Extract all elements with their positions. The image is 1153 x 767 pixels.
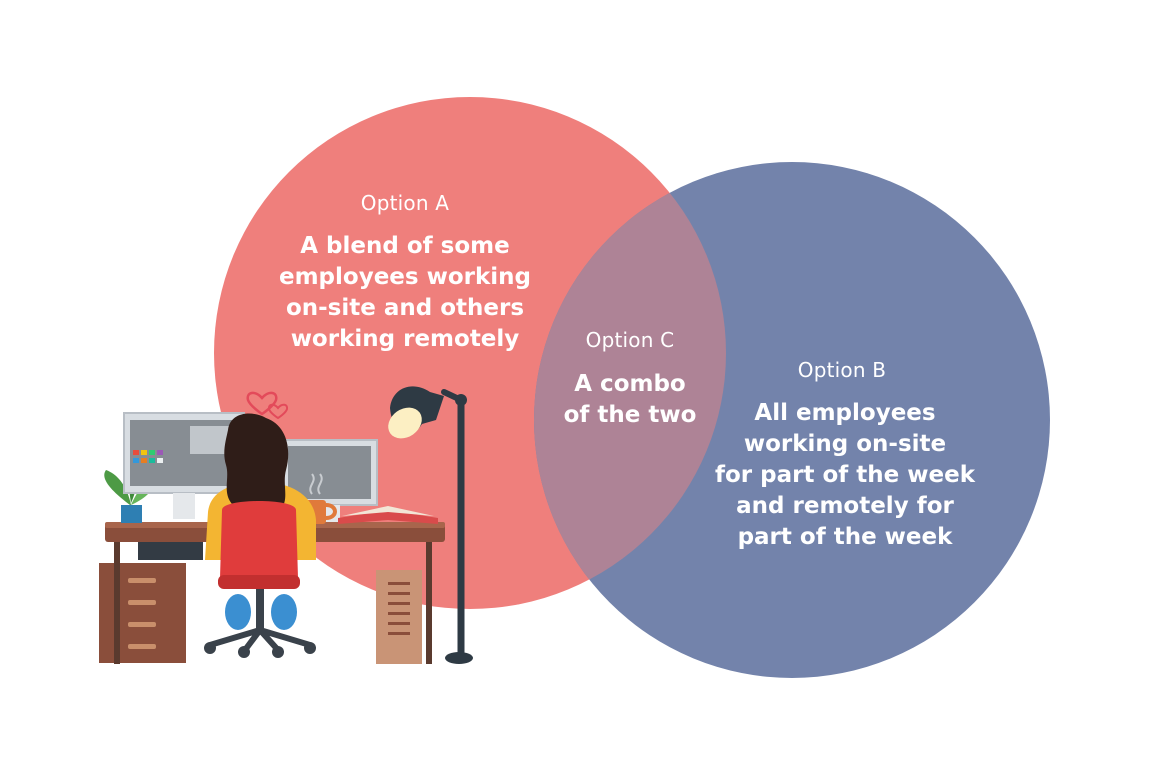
option-a-line: on-site and others (285, 295, 525, 321)
option-b-line: part of the week (737, 524, 953, 550)
option-a-title: Option A (360, 191, 450, 215)
option-b-title: Option B (797, 358, 887, 382)
option-a-line: employees working (278, 264, 531, 290)
option-c-line: of the two (563, 402, 697, 428)
option-b-line: working on-site (743, 431, 947, 457)
option-b-line: All employees (754, 400, 936, 426)
option-a-line: working remotely (290, 326, 520, 352)
desk-illustration-icon (99, 386, 473, 664)
option-a-line: A blend of some (300, 233, 510, 259)
option-a-description: A blend of some employees working on-sit… (270, 231, 540, 355)
option-b-line: for part of the week (714, 462, 976, 488)
option-c-description: A combo of the two (555, 369, 705, 431)
option-b-description: All employees working on-site for part o… (700, 398, 990, 553)
option-c-title: Option C (585, 328, 675, 352)
option-c-line: A combo (574, 371, 686, 397)
option-b-line: and remotely for (736, 493, 954, 519)
